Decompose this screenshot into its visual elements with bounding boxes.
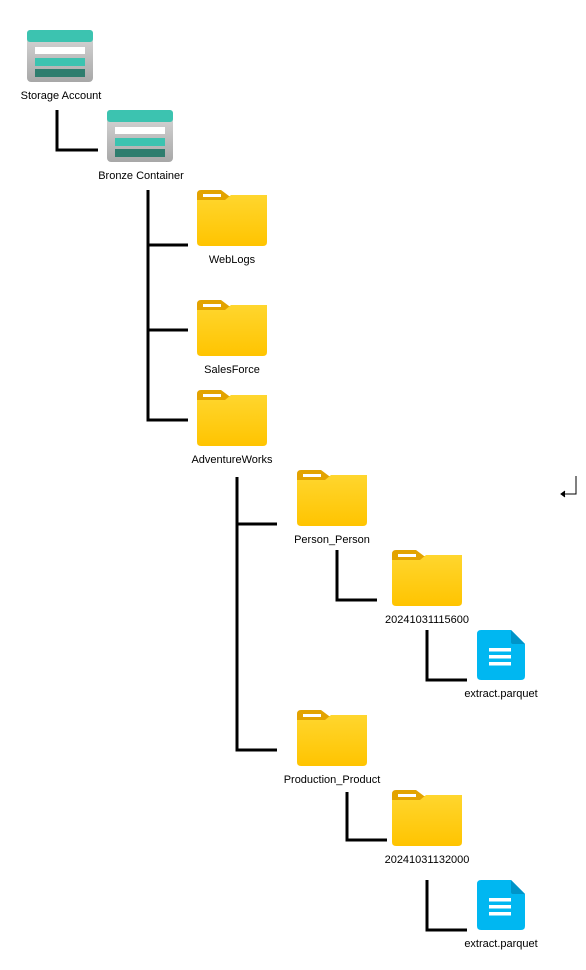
folder-icon bbox=[297, 710, 367, 766]
connector-production-to-ts bbox=[345, 792, 387, 842]
folder-icon bbox=[392, 790, 462, 846]
weblogs-label: WebLogs bbox=[208, 254, 256, 266]
connector-lines bbox=[55, 110, 467, 932]
production-product-label: Production_Product bbox=[283, 774, 381, 786]
bronze-container-label: Bronze Container bbox=[98, 170, 184, 182]
production-timestamp-label: 20241031132000 bbox=[384, 854, 470, 866]
folder-icon bbox=[197, 390, 267, 446]
folder-icon bbox=[197, 190, 267, 246]
folder-icon bbox=[392, 550, 462, 606]
return-arrow-icon bbox=[560, 476, 577, 498]
connector-person-to-ts bbox=[335, 550, 377, 602]
document-icon bbox=[477, 880, 525, 930]
salesforce-label: SalesForce bbox=[204, 364, 260, 376]
bronze-container-icon bbox=[107, 110, 173, 162]
person-person-label: Person_Person bbox=[294, 534, 370, 546]
connector-production-ts-to-file bbox=[425, 880, 467, 932]
folder-icon bbox=[197, 300, 267, 356]
person-file-label: extract.parquet bbox=[464, 688, 538, 700]
connector-storage-to-bronze bbox=[55, 110, 98, 152]
adventureworks-label: AdventureWorks bbox=[191, 454, 273, 466]
document-icon bbox=[477, 630, 525, 680]
connector-adventureworks-trunk bbox=[235, 477, 277, 752]
folder-icon bbox=[297, 470, 367, 526]
storage-account-icon bbox=[27, 30, 93, 82]
connector-bronze-trunk bbox=[146, 190, 188, 422]
storage-account-label: Storage Account bbox=[20, 90, 102, 102]
production-file-label: extract.parquet bbox=[464, 938, 538, 950]
connector-person-ts-to-file bbox=[425, 630, 467, 682]
person-timestamp-label: 20241031115600 bbox=[384, 614, 470, 626]
